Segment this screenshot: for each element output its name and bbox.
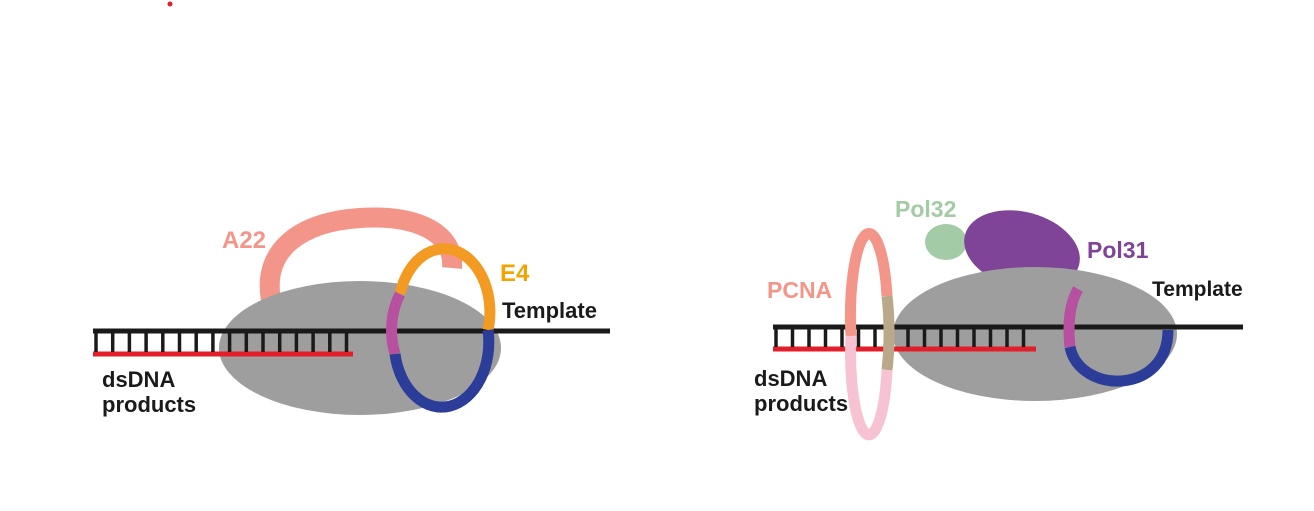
pcna-bottom-segment xyxy=(845,335,893,441)
pol31-label: Pol31 xyxy=(1087,237,1149,263)
template-label: Template xyxy=(502,298,597,323)
blue-segment xyxy=(1064,329,1174,387)
dsdna-label: dsDNA xyxy=(102,367,175,392)
magenta-segment xyxy=(386,291,405,356)
pol32-subunit xyxy=(925,224,967,260)
polymerase-core xyxy=(893,267,1177,401)
base-pair-rungs xyxy=(774,327,1026,347)
marker-dot xyxy=(167,1,173,7)
left-panel: A22 E4 Template dsDNA products xyxy=(93,207,610,417)
pcna-middle-segment xyxy=(881,295,895,371)
a22-arc xyxy=(259,207,463,302)
processivity-ring xyxy=(386,243,496,413)
polymerase-core xyxy=(219,281,501,415)
dsdna-label: dsDNA xyxy=(754,366,827,391)
pcna-label: PCNA xyxy=(767,277,832,303)
base-pair-rungs xyxy=(94,331,349,352)
magenta-segment xyxy=(1063,286,1083,348)
e4-label: E4 xyxy=(500,260,530,287)
pcna-top-segment xyxy=(844,228,893,337)
a22-label: A22 xyxy=(222,227,266,254)
template-label: Template xyxy=(1152,278,1243,301)
products-label: products xyxy=(102,392,196,417)
pol32-label: Pol32 xyxy=(895,196,956,222)
right-panel: Pol32 Pol31 PCNA Template dsDNA products xyxy=(754,196,1243,441)
products-label: products xyxy=(754,391,848,416)
blue-segment xyxy=(389,329,495,413)
pcna-ring xyxy=(844,228,895,441)
e4-segment xyxy=(394,243,496,332)
